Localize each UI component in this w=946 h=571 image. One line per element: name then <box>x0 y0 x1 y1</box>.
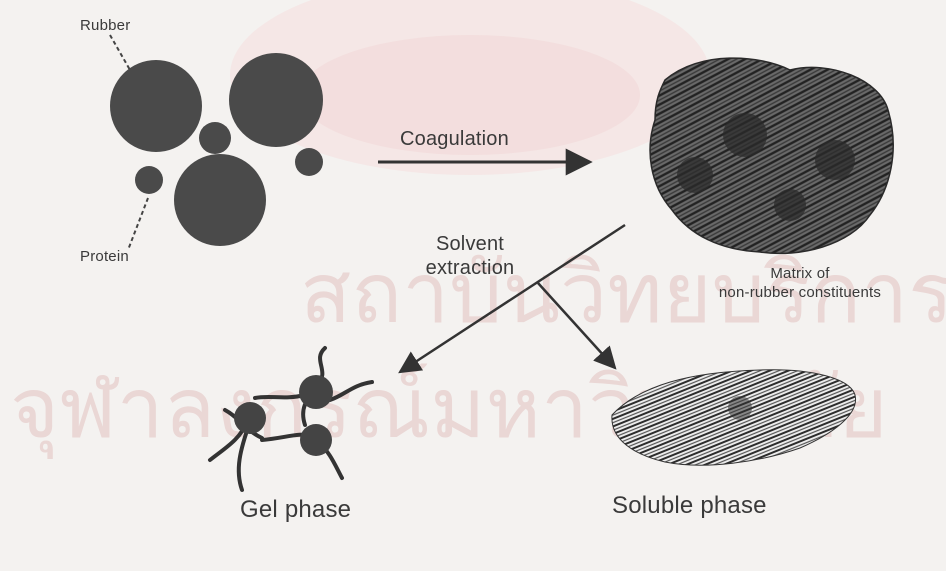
rubber-particle <box>174 154 266 246</box>
matrix-cluster <box>774 189 806 221</box>
gel-particle <box>300 424 332 456</box>
gel-phase-particles <box>234 375 333 456</box>
soluble-phase-label: Soluble phase <box>612 492 767 520</box>
protein-particle <box>199 122 231 154</box>
protein-particle <box>295 148 323 176</box>
matrix-label-line1: Matrix of <box>680 264 920 283</box>
matrix-cluster <box>815 140 855 180</box>
coagulated-matrix <box>650 58 893 253</box>
rubber-particle <box>229 53 323 147</box>
latex-particles <box>110 53 323 246</box>
protein-pointer <box>128 198 148 250</box>
matrix-label: Matrix of non-rubber constituents <box>680 264 920 302</box>
solvent-label-line2: extraction <box>395 256 545 280</box>
gel-particle <box>234 402 266 434</box>
protein-label: Protein <box>80 248 129 265</box>
solvent-label-line1: Solvent <box>395 232 545 256</box>
rubber-label: Rubber <box>80 17 130 34</box>
protein-particle <box>135 166 163 194</box>
extraction-arrow-to-soluble <box>538 283 615 368</box>
matrix-cluster <box>723 113 767 157</box>
matrix-label-line2: non-rubber constituents <box>680 283 920 302</box>
gel-phase-label: Gel phase <box>240 496 351 524</box>
gel-particle <box>299 375 333 409</box>
matrix-cluster <box>677 157 713 193</box>
coagulation-label: Coagulation <box>400 128 509 151</box>
rubber-pointer <box>110 35 130 70</box>
solvent-extraction-label: Solvent extraction <box>395 232 545 280</box>
rubber-particle <box>110 60 202 152</box>
soluble-cluster <box>728 396 752 420</box>
